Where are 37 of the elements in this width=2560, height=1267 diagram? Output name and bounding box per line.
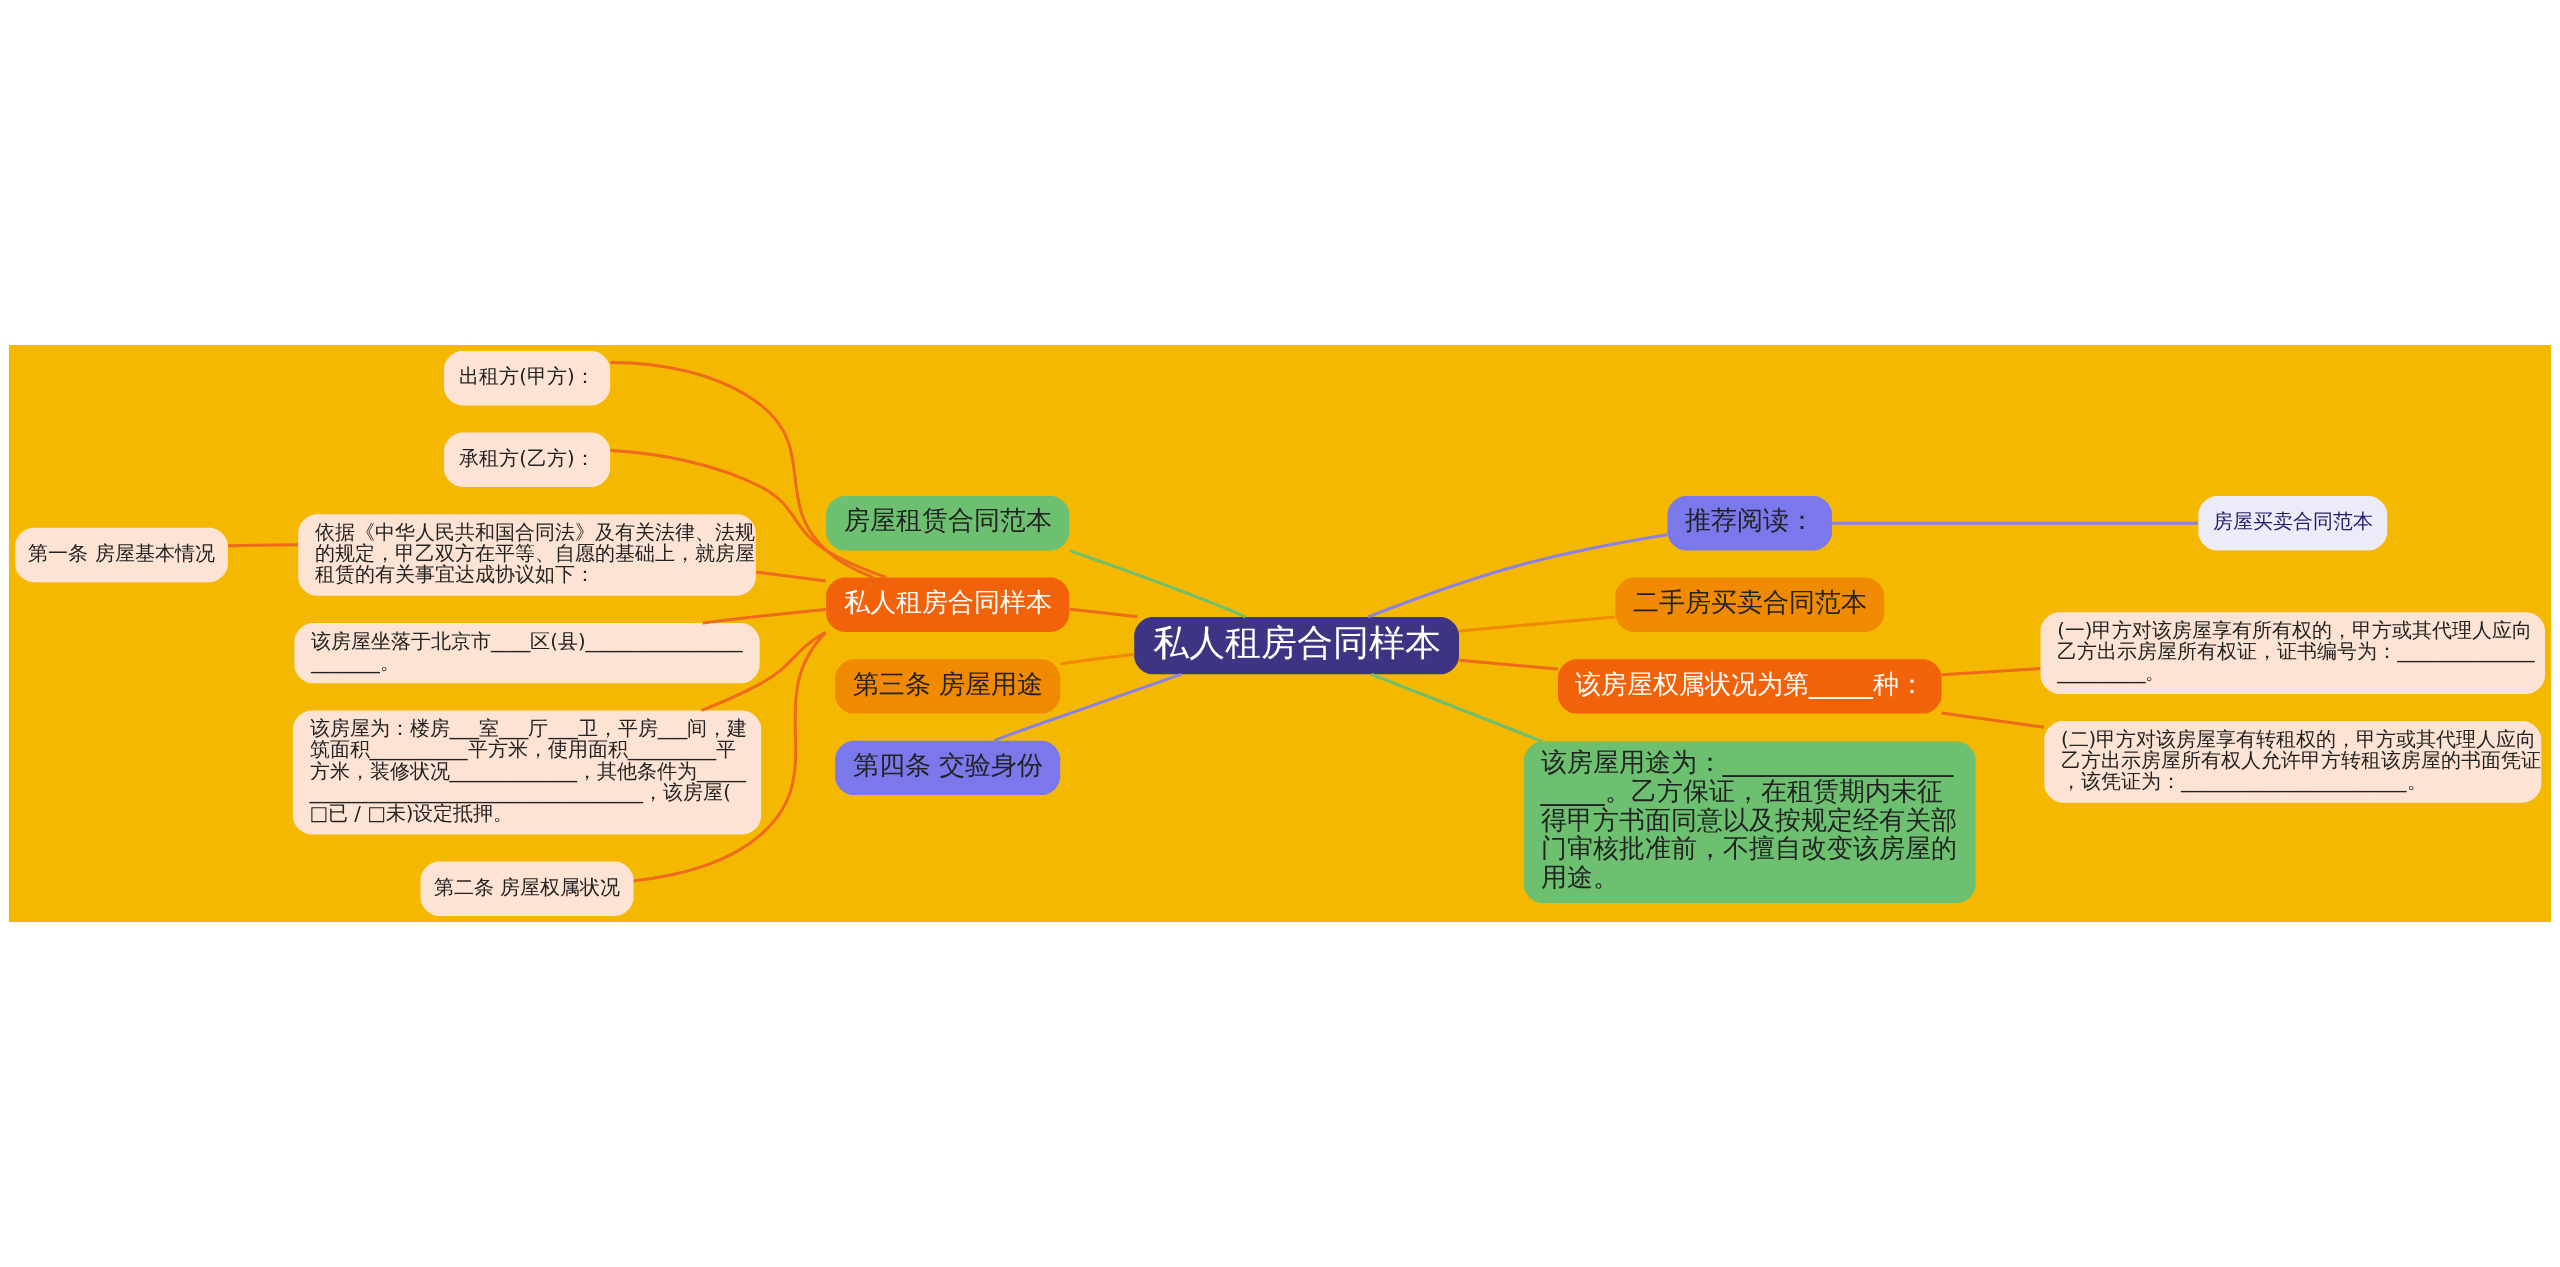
connector [1941, 667, 2041, 677]
connector [1069, 549, 1247, 619]
node-box: 该房屋为：楼房___室___厅___卫，平房___间，建筑面积__________平方米，使用面积_________平方米，装修状况_____________，其他条件为_______________________________________，该房屋(□已 / □未)设定抵押。 [292, 710, 762, 835]
connector [228, 543, 298, 548]
node-box: 依据《中华人民共和国合同法》及有关法律、法规的规定，甲乙双方在平等、自愿的基础上，就房屋租赁的有关事宜达成协议如下： [298, 514, 756, 596]
connector [1069, 607, 1138, 619]
connector [1832, 521, 2199, 525]
connector [610, 448, 887, 579]
node-box: 二手房买卖合同范本 [1615, 577, 1885, 632]
connector [1459, 658, 1558, 671]
connector [1941, 711, 2045, 729]
connector [993, 672, 1182, 742]
node-box: 第三条 房屋用途 [835, 659, 1061, 714]
node-box: 出租方(甲方)： [443, 351, 611, 406]
node-box: 私人租房合同样本 [826, 577, 1070, 632]
node-box: 该房屋用途为：_______________________。乙方保证，在租赁期内未征得甲方书面同意以及按规定经有关部门审核批准前，不擅自改变该房屋的用途。 [1523, 741, 1976, 904]
node-box: (一)甲方对该房屋享有所有权的，甲方或其代理人应向乙方出示房屋所有权证，证书编号为：_______________________。 [2040, 612, 2545, 694]
node-box: 承租方(乙方)： [443, 432, 611, 487]
node-box: 私人租房合同样本 [1134, 616, 1459, 675]
connector [610, 361, 875, 579]
node-box: 房屋租赁合同范本 [826, 496, 1070, 551]
connector [1459, 615, 1615, 633]
connector [756, 570, 826, 583]
node-box: 该房屋坐落于北京市____区(县)_______________________。 [294, 622, 760, 684]
connector [701, 631, 827, 712]
node-box: 第二条 房屋权属状况 [420, 861, 634, 916]
connector [1370, 672, 1543, 743]
node-box: 房屋买卖合同范本 [2198, 496, 2388, 551]
node-box: 第四条 交验身份 [835, 740, 1061, 796]
node-box: 第一条 房屋基本情况 [15, 527, 228, 583]
connector [1367, 533, 1668, 619]
connector [1060, 652, 1135, 666]
node-box: 推荐阅读： [1667, 496, 1833, 551]
node-box: (二)甲方对该房屋享有转租权的，甲方或其代理人应向乙方出示房屋所有权人允许甲方转租该房屋的书面凭证，该凭证为：_______________________。 [2044, 721, 2542, 803]
connector [633, 631, 827, 883]
connector [702, 607, 826, 625]
node-box: 该房屋权属状况为第_____种： [1557, 659, 1942, 714]
